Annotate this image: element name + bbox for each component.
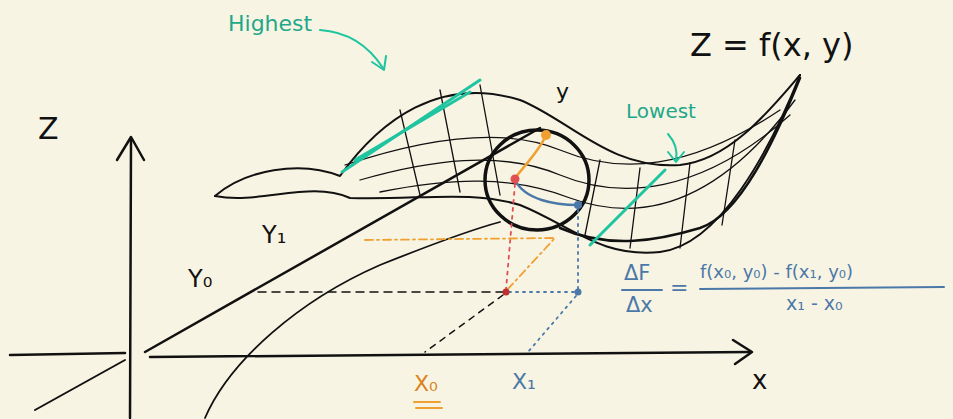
y1-projection <box>365 238 555 290</box>
formula-part: = <box>670 276 688 300</box>
coordinate-label: X₁ <box>512 370 536 394</box>
axis-label: Z <box>38 112 59 145</box>
fraction-bar <box>700 287 944 289</box>
y-axis-back <box>35 360 125 410</box>
highest-pointer-head <box>372 56 386 70</box>
fraction-bar <box>622 289 662 291</box>
coordinate-label: Y₁ <box>262 222 286 248</box>
drop-line <box>577 210 579 290</box>
grid-line <box>630 168 640 248</box>
point-marker <box>541 130 551 140</box>
grid-line <box>680 163 690 248</box>
extreme-highlights <box>320 30 684 245</box>
surface-front-edge <box>215 75 800 253</box>
axis-label: x <box>752 366 767 395</box>
z-axis-arrowhead <box>117 137 144 160</box>
y-direction-curve <box>515 135 546 178</box>
base-point <box>575 289 582 296</box>
function-label: Z = f(x, y) <box>690 28 854 63</box>
highest-stroke <box>355 92 470 160</box>
coordinate-label: Y₀ <box>188 266 212 292</box>
x0-underline <box>414 402 442 408</box>
formula-part: f(x₀, y₀) - f(x₁, y₀) <box>700 262 853 282</box>
grid-line <box>722 140 735 225</box>
x-axis <box>150 352 750 357</box>
grid-line <box>480 85 500 195</box>
lowest-stroke <box>590 170 665 245</box>
x1-projection <box>509 291 578 293</box>
x0-projection <box>425 295 503 352</box>
coordinate-label: X₀ <box>414 372 438 396</box>
x-axis-back <box>10 353 125 355</box>
point-marker <box>511 175 520 184</box>
x-direction-curve <box>515 180 578 205</box>
surface-top-edge <box>215 75 800 196</box>
formula-part: Δx <box>626 294 653 317</box>
lowest-pointer-head <box>668 152 684 162</box>
focus-circle <box>485 130 589 230</box>
highest-stroke <box>342 80 480 172</box>
annotation: Highest <box>228 12 312 36</box>
axis-label: y <box>556 80 569 104</box>
y-axis <box>145 128 540 352</box>
base-point <box>503 289 510 296</box>
annotation: Lowest <box>626 100 696 122</box>
x1-projection <box>528 296 576 352</box>
drop-line <box>506 184 515 290</box>
surface-grid <box>345 85 795 248</box>
point-marker <box>574 201 582 209</box>
formula-part: x₁ - x₀ <box>786 293 843 314</box>
x-axis-arrowhead <box>733 340 752 364</box>
grid-line <box>360 115 790 188</box>
formula-part: ΔF <box>624 262 650 285</box>
y0-projection <box>258 291 503 293</box>
surface-fold <box>560 78 800 241</box>
surface-side <box>205 222 500 418</box>
z-axis <box>130 140 131 418</box>
